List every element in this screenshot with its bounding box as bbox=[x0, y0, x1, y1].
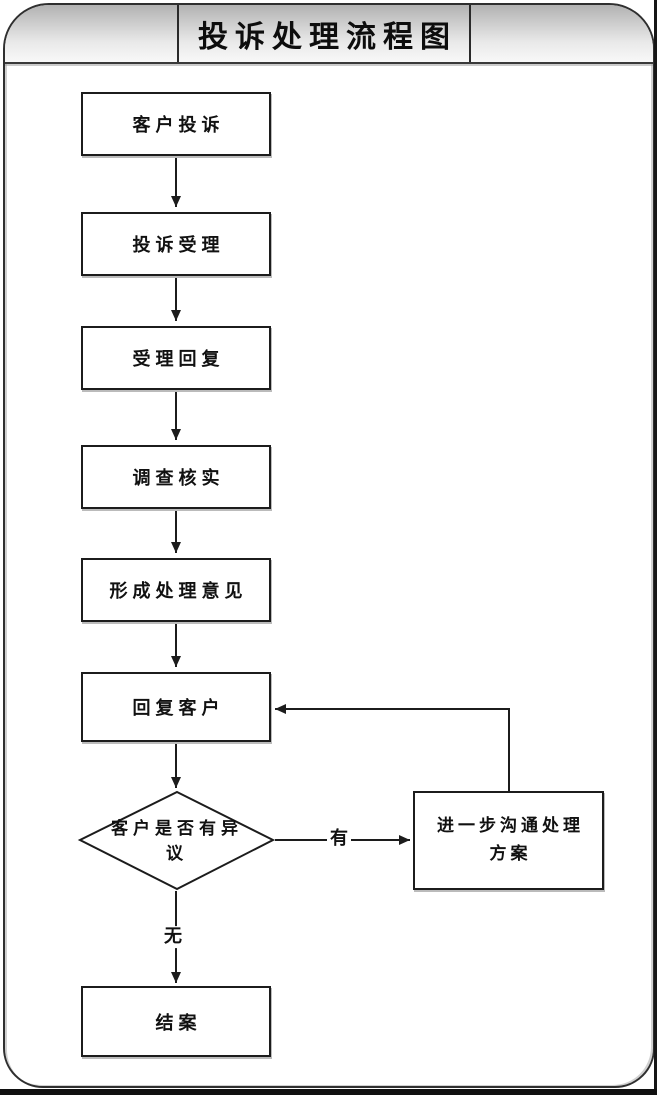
scan-edge-bottom bbox=[0, 1089, 657, 1095]
title-plate: 投诉处理流程图 bbox=[177, 5, 471, 62]
scan-edge-right bbox=[654, 0, 657, 1095]
node-further-communication: 进一步沟通处理方案 bbox=[413, 791, 604, 890]
node-label: 调查核实 bbox=[132, 468, 225, 489]
edge-further-back-to-replycustomer bbox=[275, 704, 510, 791]
node-label: 客户投诉 bbox=[132, 115, 225, 136]
node-label: 投诉受理 bbox=[132, 235, 225, 256]
node-label: 进一步沟通处理方案 bbox=[437, 816, 584, 864]
node-decision-objection: 客户是否有异议 bbox=[111, 819, 243, 864]
node-label: 结案 bbox=[155, 1012, 202, 1034]
page-title: 投诉处理流程图 bbox=[198, 19, 457, 55]
decision-diamond-shape bbox=[77, 790, 276, 891]
node-label: 形成处理意见 bbox=[109, 581, 248, 602]
title-bar: 投诉处理流程图 bbox=[5, 5, 653, 64]
node-form-opinion: 形成处理意见 bbox=[81, 558, 271, 622]
node-investigation: 调查核实 bbox=[81, 445, 271, 509]
node-complaint-acceptance: 投诉受理 bbox=[81, 212, 271, 276]
node-reply-customer: 回复客户 bbox=[81, 672, 271, 742]
node-label: 受理回复 bbox=[132, 349, 225, 370]
edge-label-no: 无 bbox=[161, 926, 185, 948]
node-customer-complaint: 客户投诉 bbox=[81, 92, 271, 156]
edge-label-yes: 有 bbox=[327, 828, 351, 850]
rounded-frame: 投诉处理流程图 bbox=[3, 3, 655, 1088]
node-label: 回复客户 bbox=[132, 698, 225, 719]
node-case-closed: 结案 bbox=[81, 986, 271, 1057]
node-acceptance-reply: 受理回复 bbox=[81, 326, 271, 390]
